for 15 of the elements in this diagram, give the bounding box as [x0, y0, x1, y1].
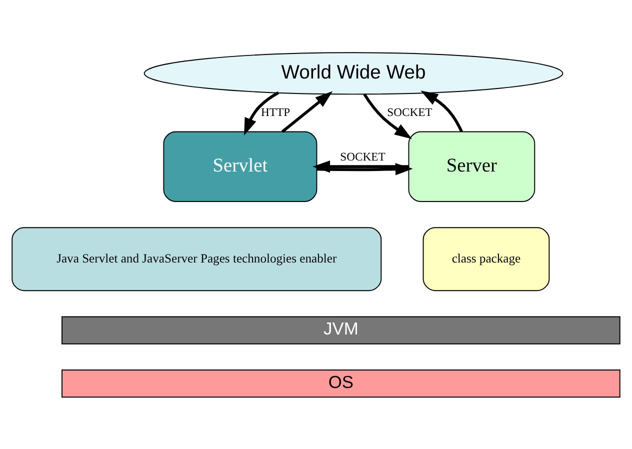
edge-label: SOCKET: [340, 150, 386, 163]
node-box: Java Servlet and JavaServer Pages technologies enabler: [12, 226, 382, 291]
arrow: [420, 90, 463, 132]
node-box: Server: [408, 130, 536, 202]
arrow: [281, 90, 333, 132]
arrow: [312, 160, 409, 172]
arrow: [363, 92, 412, 138]
node-box: OS: [62, 369, 620, 398]
arrow: [244, 90, 280, 136]
edge-label: HTTP: [261, 105, 290, 118]
node-box: JVM: [62, 316, 620, 344]
node-box: class package: [422, 226, 550, 291]
node-ellipse: World Wide Web: [144, 52, 564, 94]
edge-label: SOCKET: [387, 105, 432, 118]
node-box: Servlet: [163, 130, 318, 202]
